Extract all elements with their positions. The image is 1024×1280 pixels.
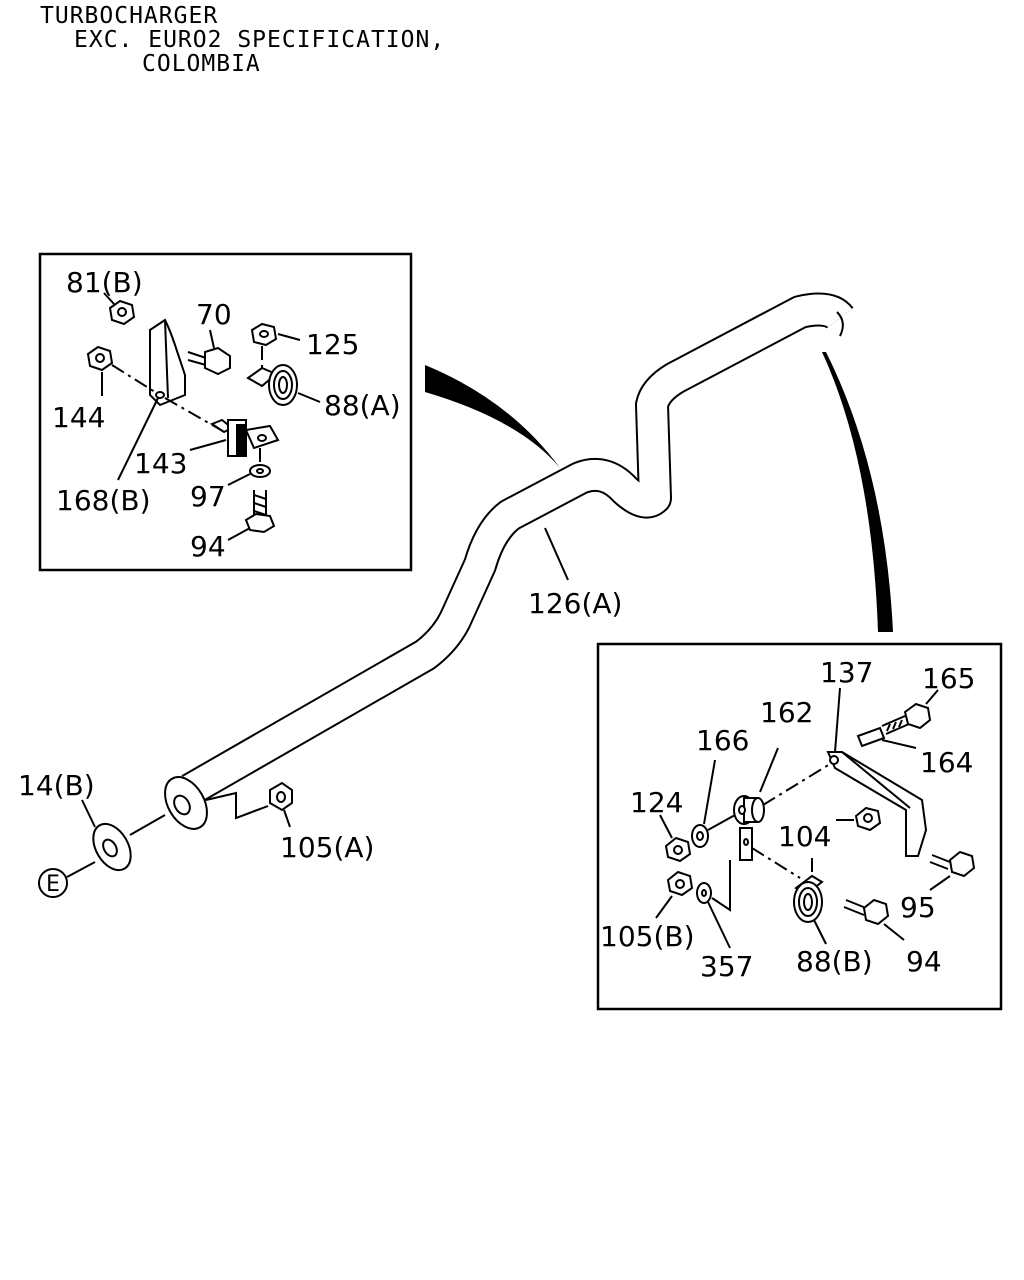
callout-164: 164 [920,746,973,779]
callout-143: 143 [134,447,187,480]
callout-166: 166 [696,724,749,757]
pipe-flange [164,776,208,830]
header-region: COLOMBIA [142,51,261,77]
exhaust-pipe [181,292,854,805]
callout-97: 97 [190,480,226,513]
header-title: TURBOCHARGER [40,3,219,29]
detail-box-right: 137 165 162 166 164 124 104 95 105(B) 35… [596,642,1003,1011]
callout-126a: 126(A) [528,587,622,620]
callout-168b: 168(B) [56,484,151,517]
callout-137: 137 [820,656,873,689]
header-spec: EXC. EURO2 SPECIFICATION, [74,27,446,53]
callout-165: 165 [922,662,975,695]
callout-88b: 88(B) [796,945,873,978]
callout-94-right: 94 [906,945,942,978]
callout-125: 125 [306,328,359,361]
callout-94-left: 94 [190,530,226,563]
callout-70: 70 [196,298,232,331]
callout-14b: 14(B) [18,769,95,802]
callout-104: 104 [778,820,831,853]
callout-162: 162 [760,696,813,729]
pointer-right-detail [822,352,893,632]
callout-81b: 81(B) [66,266,143,299]
pointer-left-detail [425,365,560,468]
callout-357: 357 [700,950,753,983]
connector-e-marker: E [38,861,96,898]
callout-124: 124 [630,786,683,819]
callout-95: 95 [900,891,936,924]
callout-105b: 105(B) [600,920,695,953]
callout-105a: 105(A) [280,831,374,864]
callout-144: 144 [52,401,105,434]
gasket-14b [92,814,166,872]
callout-88a: 88(A) [324,389,401,422]
diagram-header: TURBOCHARGER EXC. EURO2 SPECIFICATION, C… [40,4,445,76]
connector-e-label: E [46,872,60,897]
detail-box-left: 81(B) 70 125 88(A) 144 143 168(B) 97 94 [38,252,413,572]
nut-105a [205,781,293,820]
